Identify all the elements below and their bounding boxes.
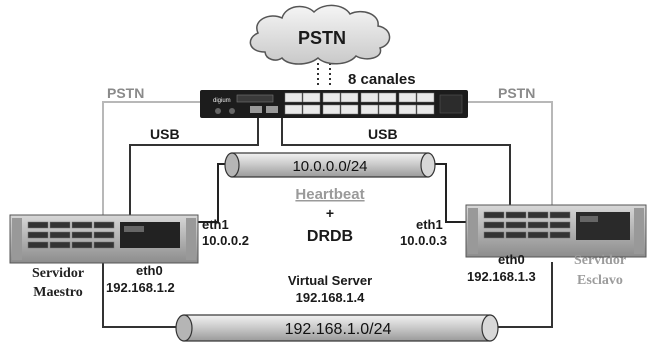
pstn-left-label: PSTN xyxy=(107,85,144,101)
eth1-link-master xyxy=(196,163,228,223)
master-eth0-ip: 192.168.1.2 xyxy=(106,280,175,295)
connection-lines xyxy=(102,63,553,328)
heartbeat-network-pipe: 10.0.0.0/24 xyxy=(224,152,436,178)
master-eth1-ip: 10.0.0.2 xyxy=(202,233,249,248)
slave-eth1-ip: 10.0.0.3 xyxy=(400,233,447,248)
device-ports xyxy=(284,92,435,115)
channels-label: 8 canales xyxy=(348,71,416,88)
master-name-line1: Servidor xyxy=(32,266,84,281)
device-brand: digium xyxy=(213,98,231,104)
eth0-link-master xyxy=(102,262,178,328)
usb-right-label: USB xyxy=(368,126,398,142)
slave-eth1-label: eth1 xyxy=(416,217,443,232)
pstn-cloud: PSTN xyxy=(249,4,391,65)
master-server xyxy=(9,214,199,264)
usb-link-slave xyxy=(281,118,511,205)
usb-link-master xyxy=(129,118,259,215)
pstn-right-label: PSTN xyxy=(498,85,535,101)
pstn-link-slave xyxy=(463,101,553,205)
slave-eth0-ip: 192.168.1.3 xyxy=(467,269,536,284)
lan-network-pipe: 192.168.1.0/24 xyxy=(175,314,499,342)
plus-sign: + xyxy=(326,205,334,221)
drbd-label: DRDB xyxy=(307,228,353,245)
slave-server xyxy=(465,204,647,258)
slave-name-line2: Esclavo xyxy=(577,273,623,288)
usb-left-label: USB xyxy=(150,126,180,142)
slave-eth0-label: eth0 xyxy=(498,252,525,267)
eth0-link-slave xyxy=(494,262,553,328)
heartbeat-subnet: 10.0.0.0/24 xyxy=(292,158,367,175)
slave-name-line1: Servidor xyxy=(574,253,626,268)
eth1-link-slave xyxy=(432,163,472,223)
pstn-link-master xyxy=(102,101,212,215)
heartbeat-title: Heartbeat xyxy=(295,186,364,203)
virtual-server-ip: 192.168.1.4 xyxy=(296,290,365,305)
master-eth1-label: eth1 xyxy=(202,217,229,232)
master-name-line2: Maestro xyxy=(33,285,83,300)
virtual-server-label: Virtual Server xyxy=(288,273,372,288)
telephony-card-device: digium xyxy=(200,90,468,118)
lan-subnet: 192.168.1.0/24 xyxy=(285,321,392,338)
cloud-label: PSTN xyxy=(298,28,346,48)
master-eth0-label: eth0 xyxy=(136,263,163,278)
